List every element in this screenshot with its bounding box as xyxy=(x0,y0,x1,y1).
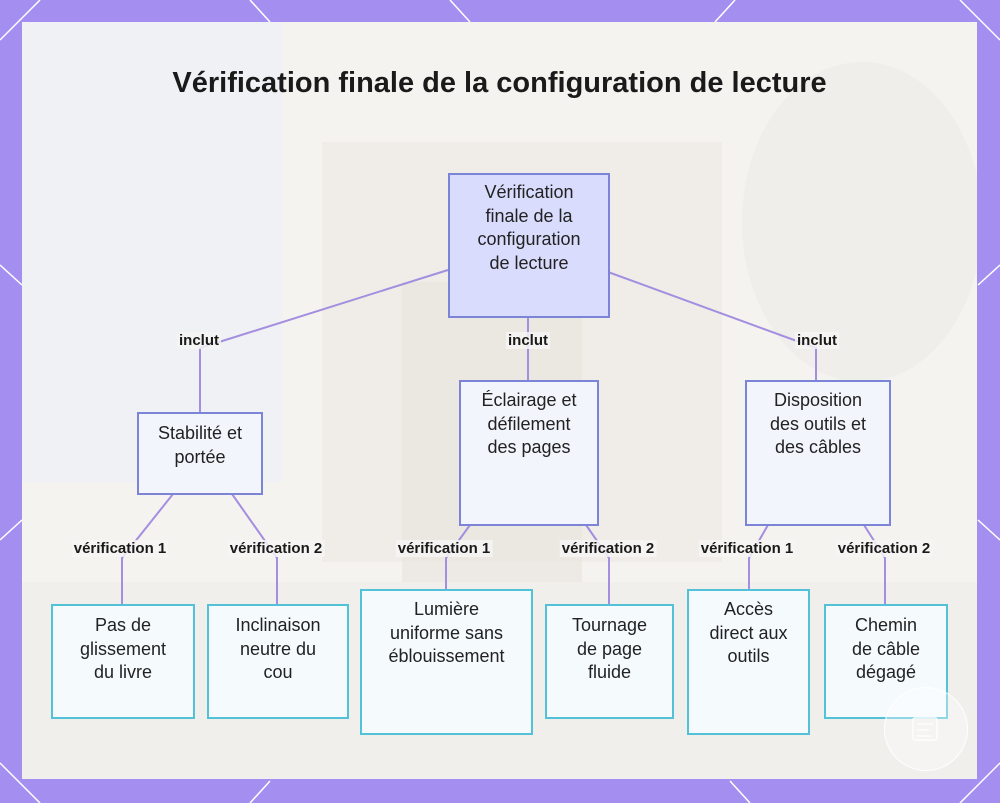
root-node-label: Vérification finale de la configuration … xyxy=(477,182,581,273)
node-stability: Stabilité et portée xyxy=(137,412,263,495)
node-lighting-label: Éclairage et défilement des pages xyxy=(481,390,577,457)
node-tools-label: Disposition des outils et des câbles xyxy=(769,390,867,457)
connector-lighting-leaf1 xyxy=(445,524,471,589)
node-lighting: Éclairage et défilement des pages xyxy=(459,380,599,526)
edge-label-includes-center: inclut xyxy=(506,332,550,349)
edge-label-check2-lighting: vérification 2 xyxy=(559,540,657,557)
root-node: Vérification finale de la configuration … xyxy=(448,173,610,318)
leaf-light-label: Lumière uniforme sans éblouissement xyxy=(388,599,505,666)
connector-root-stability xyxy=(199,269,449,412)
edge-label-check1-tools: vérification 1 xyxy=(698,540,796,557)
edge-label-includes-right: inclut xyxy=(795,332,839,349)
edge-label-check2-tools: vérification 2 xyxy=(835,540,933,557)
edge-label-includes-left: inclut xyxy=(177,332,221,349)
leaf-neck-label: Inclinaison neutre du cou xyxy=(235,615,321,682)
connector-stability-leaf2 xyxy=(231,493,278,604)
leaf-page-label: Tournage de page fluide xyxy=(571,615,648,682)
page-title: Vérification finale de la configuration … xyxy=(172,67,827,99)
node-stability-label: Stabilité et portée xyxy=(157,423,243,467)
leaf-no-slip-label: Pas de glissement du livre xyxy=(79,615,167,682)
diagram-card: Vérification finale de la configuration … xyxy=(22,22,977,779)
connector-stability-leaf1 xyxy=(121,493,174,604)
leaf-neck: Inclinaison neutre du cou xyxy=(207,604,349,719)
leaf-light: Lumière uniforme sans éblouissement xyxy=(360,589,533,735)
watermark-badge xyxy=(884,687,968,771)
edge-label-check1-lighting: vérification 1 xyxy=(395,540,493,557)
connector-tools-leaf1 xyxy=(748,524,769,589)
connector-lighting-leaf2 xyxy=(585,524,610,604)
connector-tools-leaf2 xyxy=(863,524,886,604)
connector-root-tools xyxy=(607,271,817,380)
edge-label-check2-stability: vérification 2 xyxy=(227,540,325,557)
edge-label-check1-stability: vérification 1 xyxy=(71,540,169,557)
leaf-no-slip: Pas de glissement du livre xyxy=(51,604,195,719)
node-tools: Disposition des outils et des câbles xyxy=(745,380,891,526)
leaf-cable-label: Chemin de câble dégagé xyxy=(851,615,921,682)
leaf-page: Tournage de page fluide xyxy=(545,604,674,719)
leaf-tools-label: Accès direct aux outils xyxy=(709,599,788,666)
leaf-tools: Accès direct aux outils xyxy=(687,589,810,735)
